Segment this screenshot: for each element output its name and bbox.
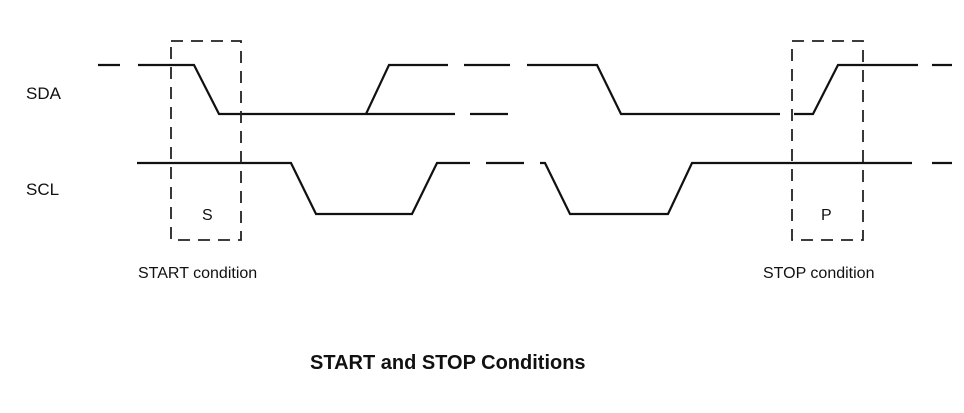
start-marker-s: S [202, 207, 213, 224]
sda-high-fall [527, 63, 780, 116]
stop-condition-box [791, 40, 864, 241]
sda-start-fall [138, 63, 455, 116]
stop-marker-p: P [821, 207, 832, 224]
sda-label: SDA [26, 84, 62, 103]
scl-second-pulse [540, 161, 912, 216]
sda-stop-rise [794, 63, 918, 116]
diagram-caption: START and STOP Conditions [310, 352, 586, 374]
sda-waveform [98, 63, 952, 116]
scl-first-pulse [137, 161, 470, 216]
start-condition-label: START condition [138, 265, 257, 282]
sda-rise-segment [365, 63, 448, 115]
start-condition-box [170, 40, 242, 241]
stop-condition-label: STOP condition [763, 265, 874, 282]
scl-label: SCL [26, 180, 59, 199]
scl-waveform [137, 161, 952, 216]
